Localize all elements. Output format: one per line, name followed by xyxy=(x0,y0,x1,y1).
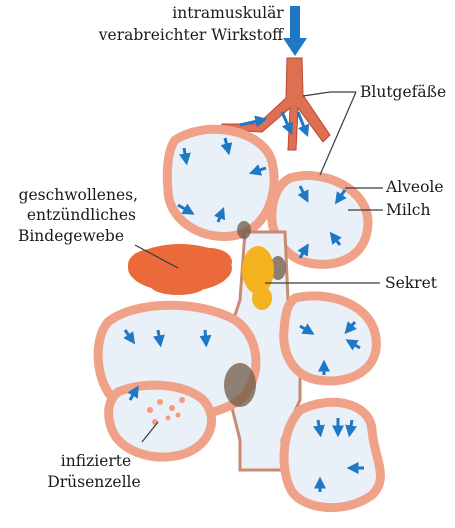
left-lower-lobule xyxy=(109,385,212,457)
lower-lobule xyxy=(284,402,380,507)
milk-label: Milch xyxy=(386,201,430,220)
injection-label-line1: intramuskulär xyxy=(160,4,296,23)
alveole-label: Alveole xyxy=(386,178,444,197)
infected-label-line1: infizierte xyxy=(46,452,146,471)
secretion-label: Sekret xyxy=(385,274,437,293)
infected-label-line2: Drüsenzelle xyxy=(34,473,154,492)
injection-label-line2: verabreichter Wirkstoff xyxy=(96,26,286,45)
inflamed-tissue xyxy=(128,244,232,295)
inflamed-label-line2: entzündliches xyxy=(0,206,136,225)
inflamed-label-line1: geschwollenes, xyxy=(0,186,138,205)
blood-vessels-label: Blutgefäße xyxy=(360,83,446,102)
inflamed-label-line3: Bindegewebe xyxy=(0,227,124,246)
